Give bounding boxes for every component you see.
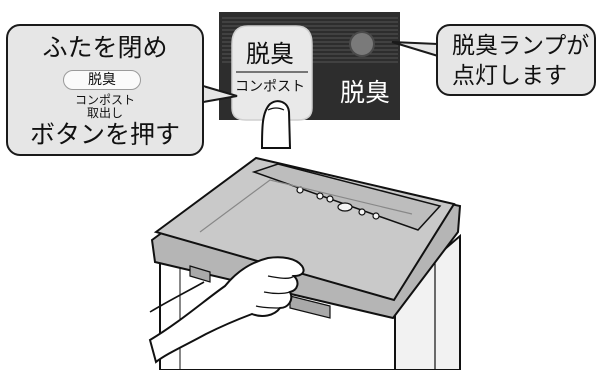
take-out-label: 取出し (86, 106, 123, 120)
instruction-line-press-button: ボタンを押す (29, 120, 180, 149)
deodorize-lamp-icon (349, 31, 375, 57)
hand-icon (148, 256, 305, 364)
compost-label: コンポスト (74, 93, 135, 107)
result-callout-right: 脱臭ランプが 点灯します (436, 24, 596, 96)
fingernail (267, 107, 285, 111)
instruction-callout-left: ふたを閉め 脱臭 コンポスト 取出し ボタンを押す (6, 24, 204, 156)
finger-icon (260, 100, 292, 149)
deodorize-button[interactable] (231, 25, 313, 121)
result-line-lights: 点灯します (452, 63, 567, 89)
panel-button-main-label: 脱臭 (246, 40, 294, 68)
instruction-line-close-lid: ふたを閉め (42, 33, 168, 62)
lid-buttons (296, 186, 380, 220)
panel-button-sub-label: コンポスト (235, 79, 305, 95)
deodorize-button-pill: 脱臭 (63, 70, 141, 90)
control-panel (219, 12, 400, 149)
appliance (150, 156, 462, 370)
panel-lamp-label: 脱臭 (340, 78, 391, 107)
result-line-lamp: 脱臭ランプが (452, 33, 590, 59)
